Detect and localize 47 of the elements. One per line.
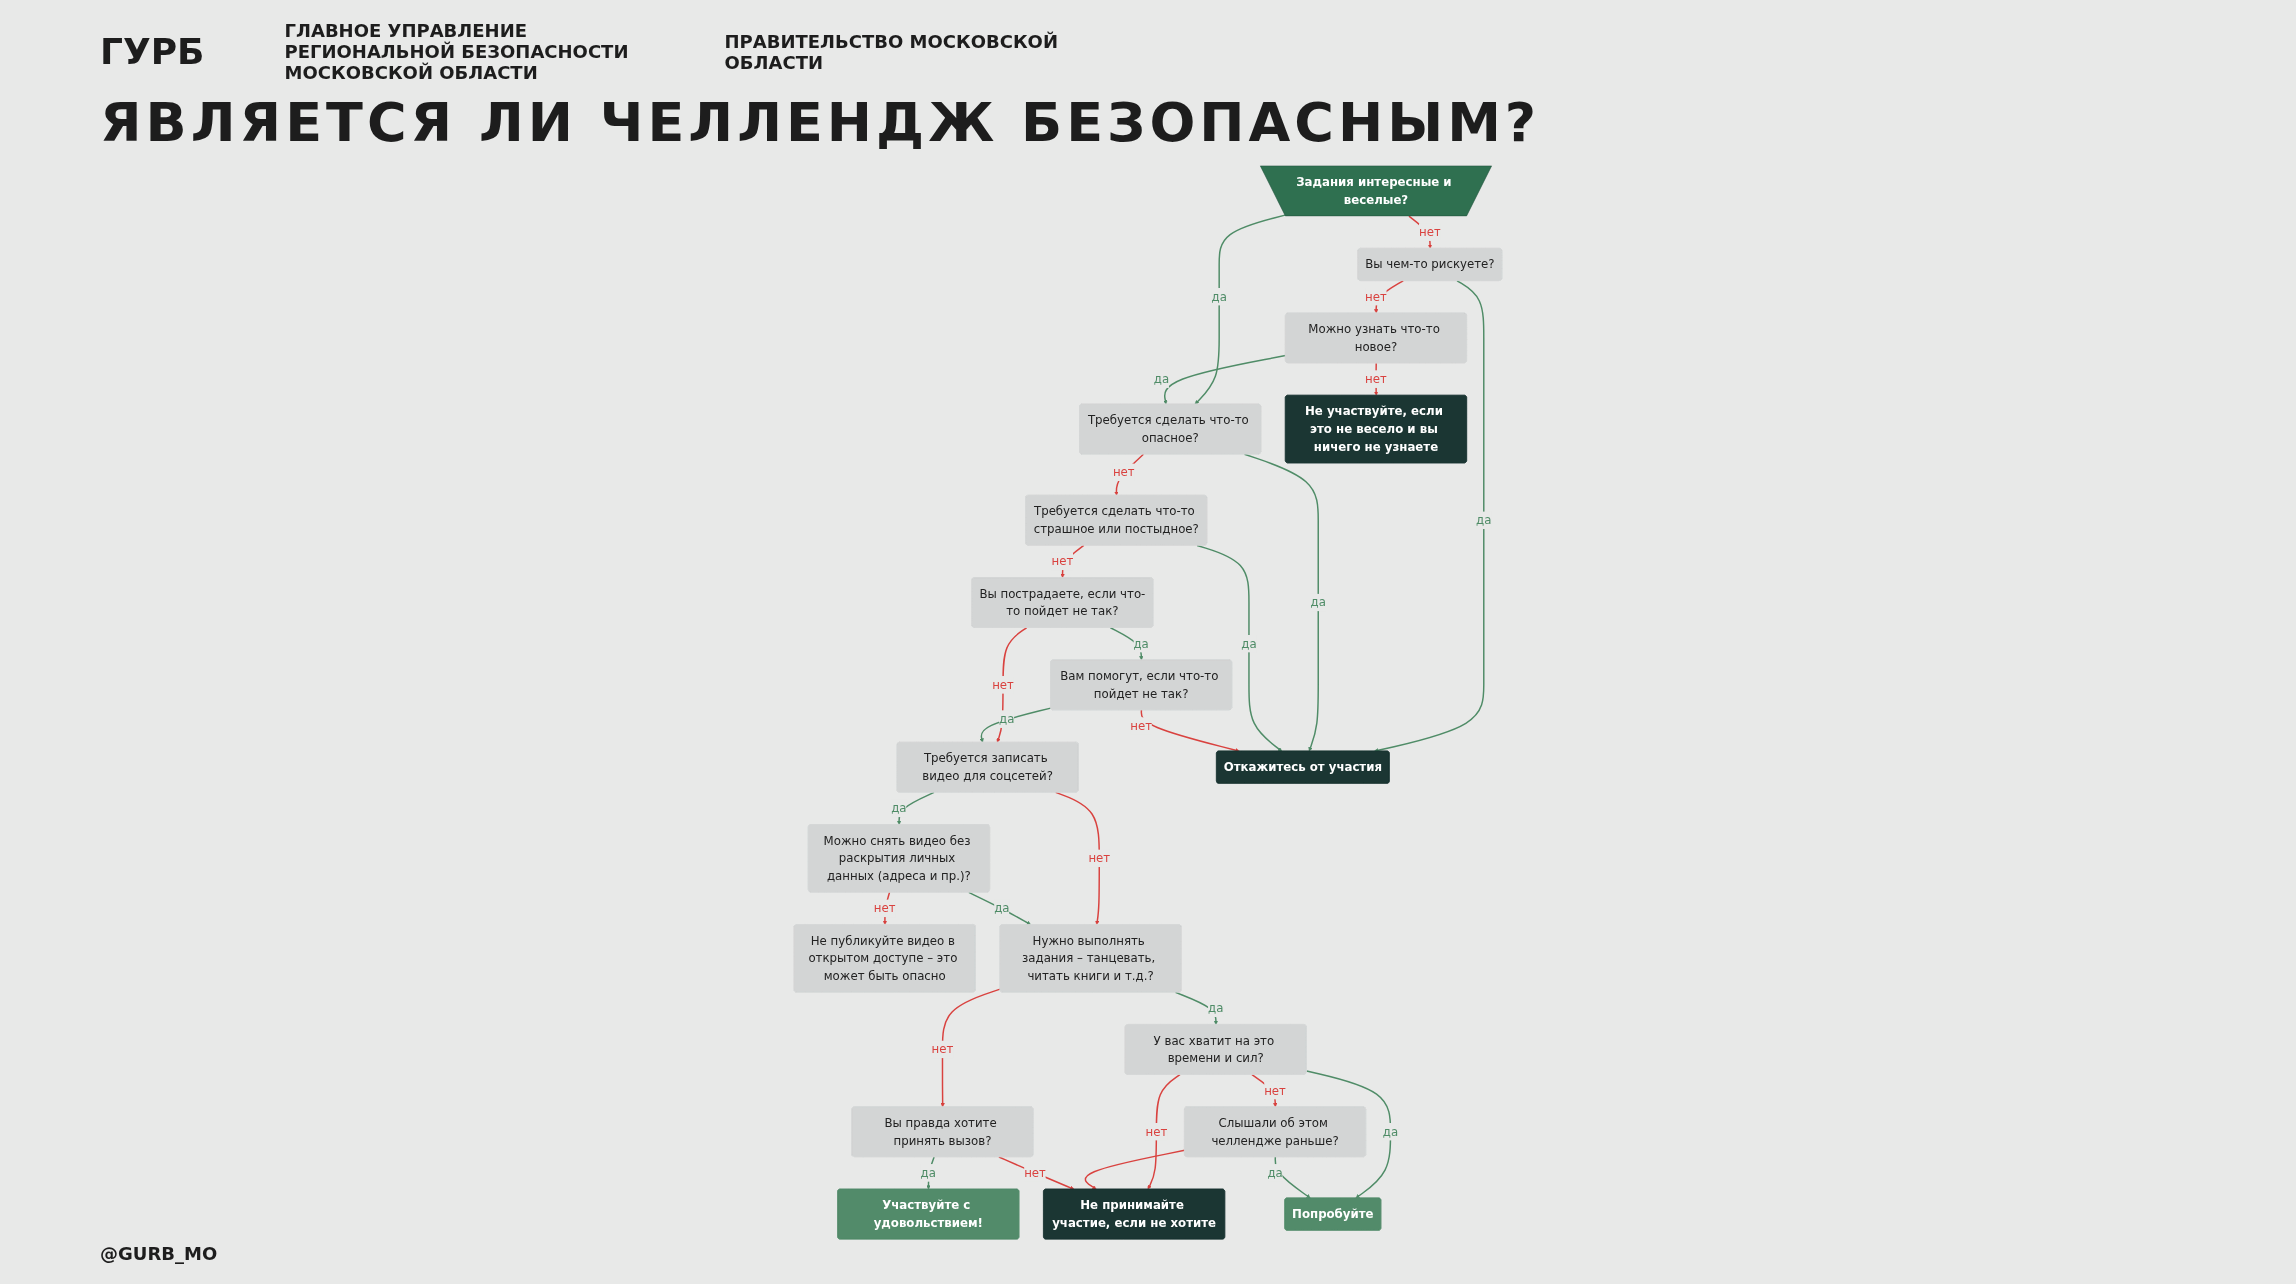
edge-label: нет xyxy=(873,901,896,916)
arrow xyxy=(1243,453,1319,752)
arrow xyxy=(1174,991,1219,1025)
arrow xyxy=(996,627,1028,743)
edge-label: да xyxy=(1211,289,1227,304)
arrow xyxy=(1147,1073,1181,1190)
edge-label: нет xyxy=(1088,851,1111,866)
edge-label: нет xyxy=(1365,372,1387,386)
edge-label: нет xyxy=(1264,1083,1286,1098)
edge-label: нет xyxy=(931,1042,954,1057)
edge-label: нет xyxy=(1024,1166,1046,1180)
edge-label: да xyxy=(1267,1166,1283,1180)
org-name: ПРАВИТЕЛЬСТВО МОСКОВСКОЙ ОБЛАСТИ xyxy=(724,30,1059,73)
edge-label: да xyxy=(1476,513,1492,528)
arrow xyxy=(1084,1149,1186,1190)
arrow xyxy=(998,1156,1075,1190)
edge-label: да xyxy=(1241,636,1257,651)
org-name: ГУРБ xyxy=(100,31,205,72)
edge-label: нет xyxy=(992,678,1014,692)
edge-label: нет xyxy=(1112,465,1135,480)
edge-label: нет xyxy=(1365,289,1387,304)
edge-label: да xyxy=(1310,595,1326,610)
edge-label: нет xyxy=(1051,554,1074,569)
arrow xyxy=(1196,544,1283,752)
arrow xyxy=(968,891,1031,925)
edge-label: нет xyxy=(1418,225,1441,239)
arrow xyxy=(1194,214,1286,405)
edge-label: да xyxy=(1382,1124,1399,1139)
edge-label: да xyxy=(891,801,907,816)
title: ЯВЛЯЕТСЯ ЛИ ЧЕЛЛЕНДЖ БЕЗОПАСНЫМ? xyxy=(100,91,1542,154)
arrow xyxy=(940,988,1001,1108)
arrow xyxy=(1060,544,1085,578)
edge-label: да xyxy=(920,1166,936,1180)
arrow xyxy=(1274,1156,1311,1199)
arrow xyxy=(979,707,1052,743)
edge-label: нет xyxy=(1130,719,1153,733)
edge-label: нет xyxy=(1145,1124,1168,1139)
edge-label: да xyxy=(999,712,1015,726)
edge-label: да xyxy=(1208,1001,1224,1016)
edge-label: да xyxy=(994,901,1010,916)
edge-label: да xyxy=(1153,372,1170,386)
arrow xyxy=(1140,709,1240,753)
org-name: ГЛАВНОЕ УПРАВЛЕНИЕ РЕГИОНАЛЬНОЙ БЕЗОПАСНОСТИ МОСКОВСКОЙ ОБЛАСТИ xyxy=(284,20,630,83)
arrow xyxy=(1305,1070,1392,1199)
edge-label: да xyxy=(1133,636,1149,651)
social-handle: @GURB_MO xyxy=(100,1243,219,1264)
arrow xyxy=(1163,354,1287,405)
